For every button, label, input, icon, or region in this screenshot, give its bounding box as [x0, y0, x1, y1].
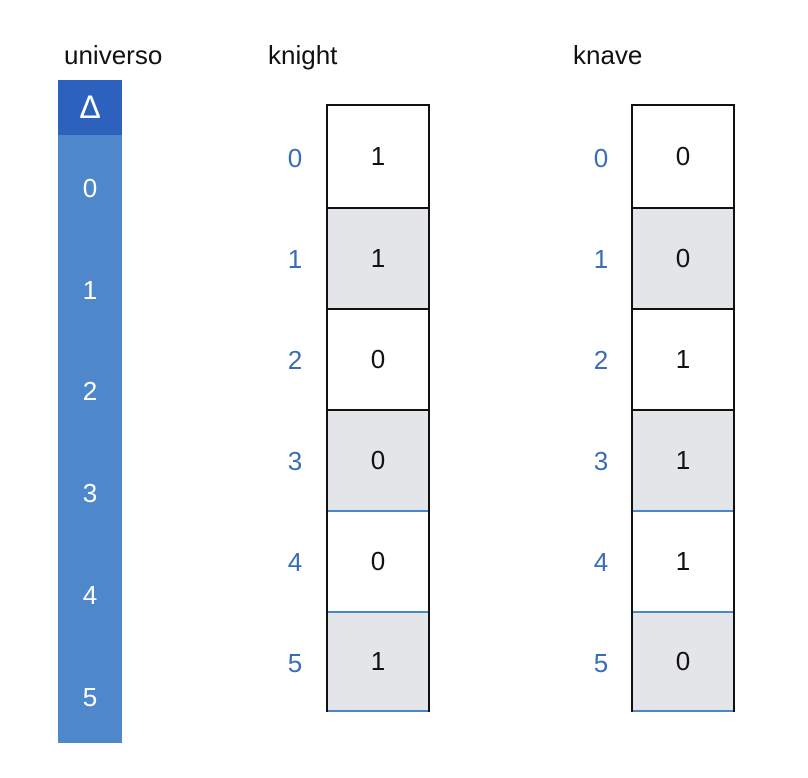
knave-index: 5: [593, 648, 609, 678]
knave-index: 4: [593, 547, 609, 577]
knight-cell: 1: [370, 141, 386, 171]
knight-table: 1 1 0 0 0 1: [326, 104, 430, 712]
knight-cell: 0: [328, 409, 428, 510]
knight-cell: 0: [328, 510, 428, 611]
universe-title: universo: [64, 40, 163, 70]
universe-atom: 2: [82, 376, 98, 406]
knave-cell: 1: [633, 409, 733, 510]
knave-table: 0 0 1 1 1 0: [631, 104, 735, 712]
knave-cell: 0: [675, 141, 691, 171]
knave-cell: 1: [633, 510, 733, 611]
universe-atom: 1: [82, 275, 98, 305]
knight-index: 4: [287, 547, 303, 577]
universe-atom: 3: [82, 478, 98, 508]
knave-index: 0: [593, 143, 609, 173]
universe-column: Δ 0 1 2 3 4 5: [58, 80, 122, 743]
knave-index: 1: [593, 244, 609, 274]
knight-index: 0: [287, 143, 303, 173]
knight-cell: 1: [328, 207, 428, 308]
knight-index: 1: [287, 244, 303, 274]
knave-index: 2: [593, 345, 609, 375]
knight-cell: 0: [328, 308, 428, 409]
knight-title: knight: [268, 40, 338, 70]
knight-index: 3: [287, 446, 303, 476]
universe-atom: 5: [82, 682, 98, 712]
knight-index: 5: [287, 648, 303, 678]
knave-index: 3: [593, 446, 609, 476]
universe-header: Δ: [58, 80, 122, 135]
universe-atom: 0: [82, 173, 98, 203]
knave-cell: 0: [633, 207, 733, 308]
knight-cell: 1: [328, 611, 428, 712]
knave-cell: 0: [633, 611, 733, 712]
universe-atom: 4: [82, 580, 98, 610]
knight-index: 2: [287, 345, 303, 375]
knave-title: knave: [573, 40, 643, 70]
knave-cell: 1: [633, 308, 733, 409]
